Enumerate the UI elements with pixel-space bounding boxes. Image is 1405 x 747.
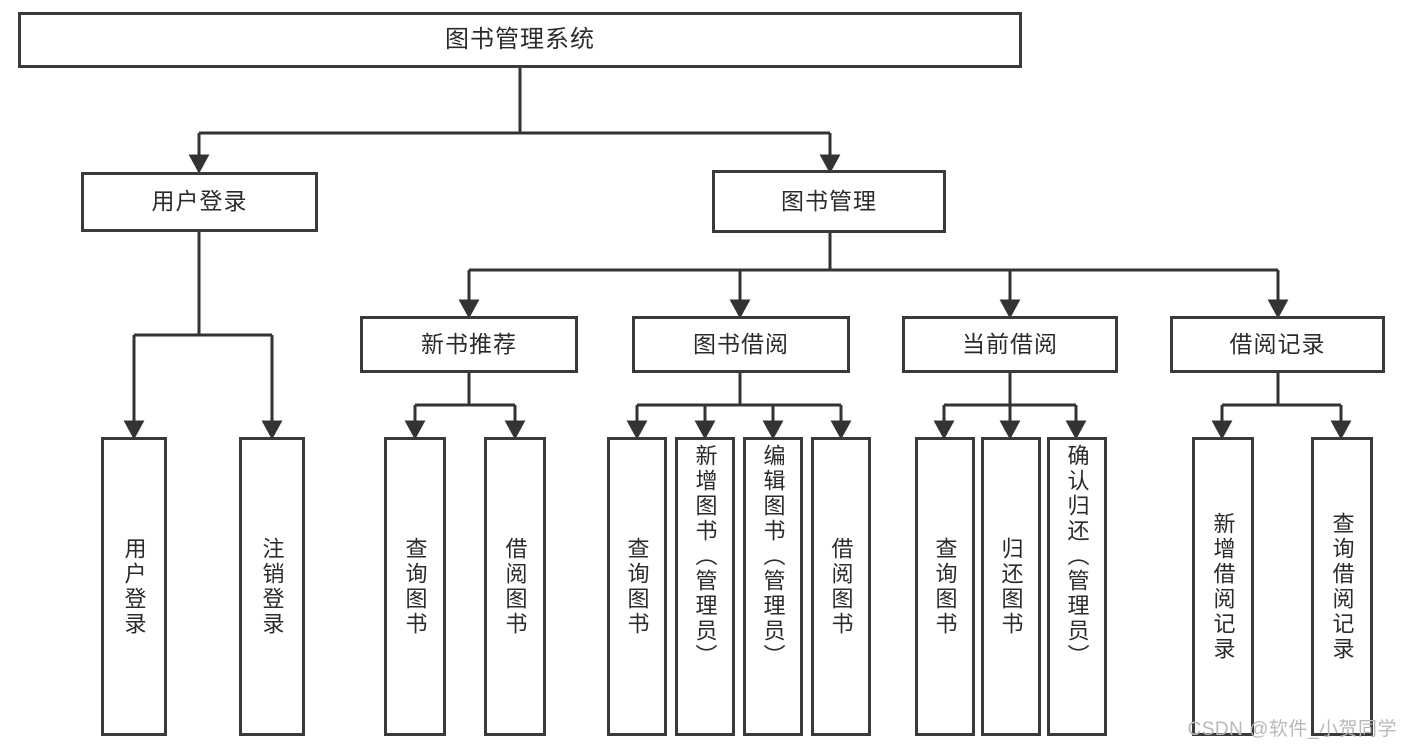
leaf-currentborrow-query-book[interactable]: 查询图书 <box>915 437 975 736</box>
node-label: 查询图书 <box>402 536 428 637</box>
leaf-user-logout[interactable]: 注销登录 <box>239 437 305 736</box>
node-book-manage[interactable]: 图书管理 <box>712 170 946 233</box>
node-label: 新增图书（管理员） <box>692 444 718 669</box>
node-label: 用户登录 <box>151 188 248 215</box>
node-root-system[interactable]: 图书管理系统 <box>18 12 1022 68</box>
node-label: 注销登录 <box>259 536 285 637</box>
node-new-book-recommend[interactable]: 新书推荐 <box>360 316 578 373</box>
node-user-login[interactable]: 用户登录 <box>81 172 318 232</box>
node-label: 借阅记录 <box>1229 330 1326 357</box>
csdn-watermark: CSDN @软件_小贺同学 <box>1187 719 1397 740</box>
node-borrow-record[interactable]: 借阅记录 <box>1170 316 1385 373</box>
leaf-bookborrow-query-book[interactable]: 查询图书 <box>607 437 667 736</box>
leaf-currentborrow-return-book[interactable]: 归还图书 <box>981 437 1041 736</box>
leaf-borrowrecord-add-record[interactable]: 新增借阅记录 <box>1192 437 1254 736</box>
leaf-newbook-query-book[interactable]: 查询图书 <box>384 437 446 736</box>
leaf-user-login[interactable]: 用户登录 <box>101 437 167 736</box>
node-label: 编辑图书（管理员） <box>760 444 786 669</box>
node-label: 查询借阅记录 <box>1329 511 1355 662</box>
leaf-borrowrecord-query-record[interactable]: 查询借阅记录 <box>1311 437 1373 736</box>
node-label: 当前借阅 <box>962 330 1058 357</box>
node-label: 查询图书 <box>932 536 958 637</box>
node-label: 借阅图书 <box>502 536 528 637</box>
node-label: 图书管理系统 <box>445 25 595 53</box>
leaf-newbook-borrow-book[interactable]: 借阅图书 <box>484 437 546 736</box>
node-label: 新书推荐 <box>421 330 517 357</box>
node-label: 借阅图书 <box>828 536 854 637</box>
node-label: 确认归还（管理员） <box>1064 444 1090 669</box>
node-book-borrow[interactable]: 图书借阅 <box>632 316 850 373</box>
node-label: 图书管理 <box>781 187 877 214</box>
leaf-bookborrow-add-book-admin[interactable]: 新增图书（管理员） <box>675 437 735 736</box>
node-current-borrow[interactable]: 当前借阅 <box>902 316 1118 373</box>
node-label: 查询图书 <box>624 536 650 637</box>
leaf-currentborrow-confirm-return-admin[interactable]: 确认归还（管理员） <box>1047 437 1107 736</box>
leaf-bookborrow-edit-book-admin[interactable]: 编辑图书（管理员） <box>743 437 803 736</box>
node-label: 图书借阅 <box>693 330 789 357</box>
node-label: 归还图书 <box>998 536 1024 637</box>
node-label: 用户登录 <box>121 536 147 637</box>
leaf-bookborrow-borrow-book[interactable]: 借阅图书 <box>811 437 871 736</box>
node-label: 新增借阅记录 <box>1210 511 1236 662</box>
